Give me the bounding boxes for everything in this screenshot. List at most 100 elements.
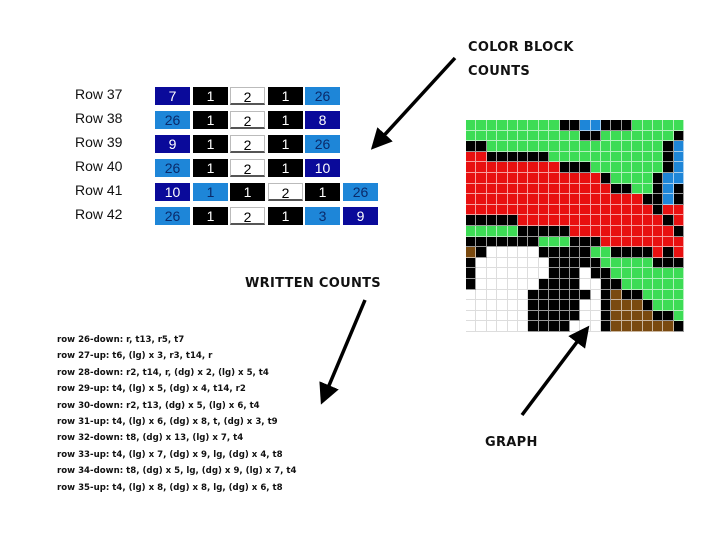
graph-cell bbox=[466, 289, 477, 301]
color-block: 1 bbox=[268, 111, 303, 129]
written-count-line: row 35-up: t4, (lg) x 8, (dg) x 8, lg, (… bbox=[57, 482, 283, 493]
graph-cell bbox=[653, 141, 664, 152]
graph-cell bbox=[673, 215, 685, 226]
graph-cell bbox=[653, 257, 664, 269]
graph-cell bbox=[642, 120, 654, 131]
graph-cell bbox=[476, 172, 487, 184]
graph-cell bbox=[601, 194, 612, 205]
graph-cell bbox=[507, 141, 518, 152]
graph-cell bbox=[466, 194, 477, 205]
color-block: 10 bbox=[155, 183, 190, 201]
graph-cell bbox=[642, 300, 654, 311]
graph-cell bbox=[663, 247, 674, 258]
graph-cell bbox=[559, 215, 570, 226]
graph-cell bbox=[549, 183, 560, 195]
graph-cell bbox=[632, 236, 643, 248]
color-block: 10 bbox=[305, 159, 340, 177]
color-block: 9 bbox=[155, 135, 190, 153]
graph-cell bbox=[663, 225, 674, 237]
graph-cell bbox=[528, 289, 539, 301]
graph-cell bbox=[569, 268, 581, 279]
written-count-line: row 27-up: t6, (lg) x 3, r3, t14, r bbox=[57, 351, 213, 362]
graph-cell bbox=[528, 194, 539, 205]
graph-cell bbox=[632, 268, 643, 279]
graph-cell bbox=[517, 172, 529, 184]
row-label: Row 37 bbox=[75, 86, 123, 102]
color-block: 1 bbox=[230, 183, 265, 201]
graph-cell bbox=[663, 151, 674, 163]
row-label: Row 38 bbox=[75, 110, 123, 126]
graph-cell bbox=[528, 257, 539, 269]
graph-cell bbox=[621, 289, 633, 301]
graph-cell bbox=[642, 278, 654, 290]
color-block: 1 bbox=[193, 135, 228, 153]
graph-cell bbox=[673, 172, 685, 184]
graph-cell bbox=[580, 257, 591, 269]
graph-cell bbox=[611, 268, 622, 279]
graph-cell bbox=[476, 204, 487, 216]
graph-cell bbox=[476, 268, 487, 279]
graph-cell bbox=[559, 310, 570, 322]
graph-cell bbox=[642, 162, 654, 173]
graph-cell bbox=[580, 289, 591, 301]
graph-cell bbox=[476, 247, 487, 258]
graph-cell bbox=[517, 120, 529, 131]
graph-cell bbox=[642, 204, 654, 216]
graph-cell bbox=[538, 310, 550, 322]
row-label: Row 42 bbox=[75, 206, 123, 222]
color-block: 1 bbox=[193, 111, 228, 129]
graph-cell bbox=[601, 120, 612, 131]
color-block: 2 bbox=[230, 159, 265, 177]
color-block: 26 bbox=[155, 207, 190, 225]
graph-cell bbox=[663, 278, 674, 290]
graph-cell bbox=[507, 310, 518, 322]
color-block: 26 bbox=[155, 111, 190, 129]
graph-cell bbox=[632, 120, 643, 131]
graph-cell bbox=[476, 130, 487, 142]
graph-cell bbox=[569, 300, 581, 311]
graph-cell bbox=[611, 141, 622, 152]
graph-cell bbox=[590, 151, 602, 163]
graph-cell bbox=[601, 278, 612, 290]
graph-cell bbox=[538, 120, 550, 131]
graph-cell bbox=[621, 141, 633, 152]
graph-cell bbox=[466, 172, 477, 184]
written-count-line: row 31-up: t4, (lg) x 6, (dg) x 8, t, (d… bbox=[57, 417, 278, 427]
graph-cell bbox=[673, 162, 685, 173]
graph-cell bbox=[559, 204, 570, 216]
graph-cell bbox=[517, 162, 529, 173]
graph-cell bbox=[517, 268, 529, 279]
graph-cell bbox=[653, 130, 664, 142]
graph-cell bbox=[507, 120, 518, 131]
graph-cell bbox=[611, 130, 622, 142]
graph-cell bbox=[601, 268, 612, 279]
graph-cell bbox=[517, 194, 529, 205]
graph-cell bbox=[663, 204, 674, 216]
graph-cell bbox=[632, 257, 643, 269]
graph-cell bbox=[569, 247, 581, 258]
graph-cell bbox=[621, 130, 633, 142]
graph-cell bbox=[673, 257, 685, 269]
graph-cell bbox=[507, 278, 518, 290]
graph-cell bbox=[538, 162, 550, 173]
graph-cell bbox=[476, 151, 487, 163]
graph-cell bbox=[549, 225, 560, 237]
graph-cell bbox=[507, 130, 518, 142]
graph-cell bbox=[549, 141, 560, 152]
graph-cell bbox=[569, 120, 581, 131]
graph-cell bbox=[549, 236, 560, 248]
graph-cell bbox=[611, 120, 622, 131]
graph-cell bbox=[497, 300, 508, 311]
graph-cell bbox=[632, 289, 643, 301]
graph-cell bbox=[507, 257, 518, 269]
graph-cell bbox=[611, 215, 622, 226]
graph-cell bbox=[580, 236, 591, 248]
row-label: Row 41 bbox=[75, 182, 123, 198]
graph-cell bbox=[507, 321, 518, 332]
graph-cell bbox=[466, 204, 477, 216]
graph-cell bbox=[632, 321, 643, 332]
graph-cell bbox=[601, 215, 612, 226]
graph-cell bbox=[642, 236, 654, 248]
graph-cell bbox=[673, 236, 685, 248]
graph-cell bbox=[549, 172, 560, 184]
